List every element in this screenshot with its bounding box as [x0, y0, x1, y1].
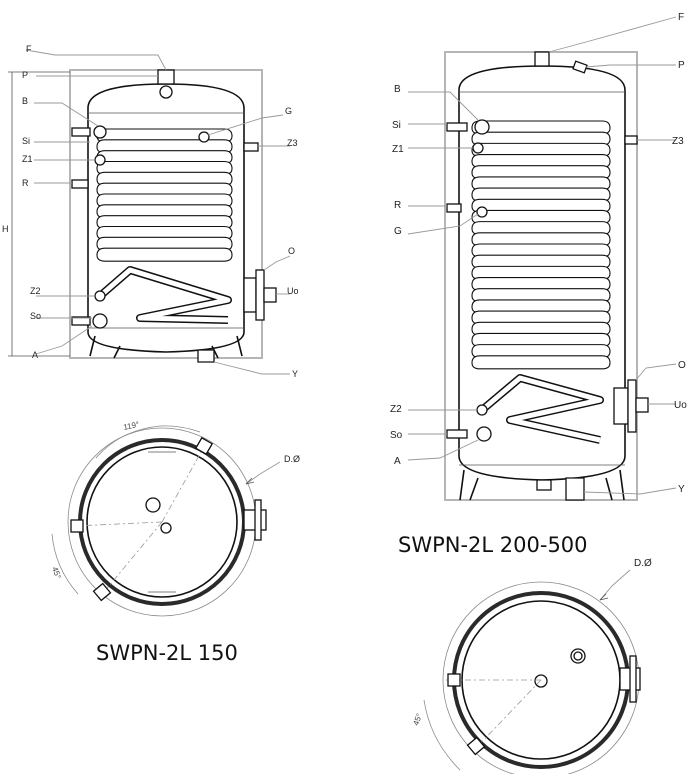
port-g-large [476, 206, 488, 218]
diameter-label-small: D.Ø [284, 454, 300, 464]
coil-lower-section [479, 374, 604, 444]
port-si-large [474, 119, 490, 135]
tank-large-coil [471, 120, 611, 444]
port-so-large [476, 426, 492, 442]
port-z2-large [476, 404, 488, 416]
coil-lower-section [480, 375, 603, 443]
label-p-large: P [678, 60, 685, 71]
label-p-small: P [22, 70, 28, 80]
label-z3-large: Z3 [672, 136, 684, 147]
tank-large-body [458, 65, 626, 481]
label-si-small: Si [22, 136, 30, 146]
port-si-small [93, 125, 107, 139]
label-z2-small: Z2 [30, 286, 41, 296]
label-uo-large: Uo [674, 400, 687, 411]
label-si-large: Si [392, 120, 401, 131]
label-z1-large: Z1 [392, 144, 404, 155]
port-z1-small [94, 154, 106, 166]
label-g-small: G [285, 106, 292, 116]
tank-small-side-view: F P B Si Z1 R H G Z3 O Uo Z2 So A Y [2, 44, 299, 379]
caption-small-model: SWPN-2L 150 [96, 641, 238, 665]
angle-119-label: 119° [123, 420, 140, 432]
tank-small-coil [96, 128, 233, 324]
label-a-large: A [394, 456, 401, 467]
label-f-small: F [26, 44, 32, 54]
label-o-small: O [288, 246, 295, 256]
coil-turn [471, 355, 611, 370]
port-z2-small [94, 290, 106, 302]
port-g-small [198, 131, 210, 143]
label-z3-small: Z3 [287, 138, 298, 148]
label-y-large: Y [678, 484, 685, 495]
label-r-small: R [22, 178, 29, 188]
tank-large-side-view: F P B Si Z1 R G Z3 O Uo Z2 So A Y [390, 12, 687, 501]
label-b-large: B [394, 84, 401, 95]
label-o-large: O [678, 360, 686, 371]
label-uo-small: Uo [287, 286, 299, 296]
label-g-large: G [394, 226, 402, 237]
coil-turn [96, 247, 233, 262]
angle-45-label-large: 45° [411, 712, 424, 726]
port-so-small [92, 313, 108, 329]
label-so-large: So [390, 430, 403, 441]
top-view-small: 119° 45° D.Ø [50, 420, 300, 617]
label-r-large: R [394, 200, 401, 211]
top-view-large: 45° D.Ø [411, 558, 652, 774]
angle-45-label-small: 45° [50, 566, 63, 580]
coil-lower-section [98, 267, 231, 323]
label-z2-large: Z2 [390, 404, 402, 415]
top-view-small-inner-ring [86, 446, 238, 598]
label-h-small: H [2, 224, 9, 234]
label-b-small: B [22, 96, 28, 106]
label-so-small: So [30, 311, 41, 321]
caption-large-model: SWPN-2L 200-500 [398, 533, 588, 557]
label-y-small: Y [292, 369, 298, 379]
label-a-small: A [32, 350, 38, 360]
label-z1-small: Z1 [22, 154, 33, 164]
port-z1-large [472, 142, 484, 154]
label-f-large: F [678, 12, 684, 23]
diameter-label-large: D.Ø [634, 558, 652, 569]
